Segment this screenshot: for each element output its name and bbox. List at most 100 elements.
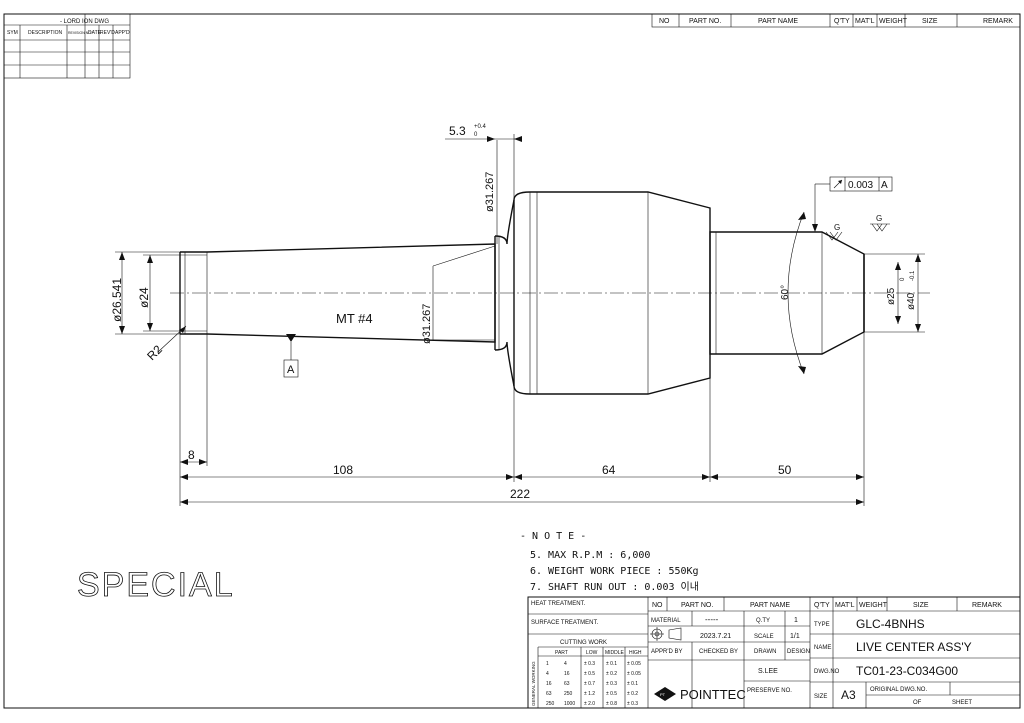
dim-groove: 5.3 [449,124,466,138]
svg-text:± 0.2: ± 0.2 [627,691,638,697]
svg-text:± 0.3: ± 0.3 [627,701,638,707]
svg-text:± 0.05: ± 0.05 [627,661,641,667]
dim-dia-40: ø40 [906,292,917,310]
rev-header-revd: REV'D [100,30,115,36]
cut-row: 63 250 ± 1.2 ± 0.5 ± 0.2 [546,691,638,697]
size-label: SIZE [814,694,827,700]
parts-list-top: NO PART NO. PART NAME Q'TY MAT'L WEIGHT … [651,13,1021,28]
dim-dia-24: ø24 [137,287,151,308]
dwgno-label: DWG.NO [814,669,840,675]
scale-value: 1/1 [790,633,800,640]
dim-dia-31-top: ø31.267 [484,172,496,212]
top-header-qty: Q'TY [834,18,850,25]
dim-len-8: 8 [188,448,195,462]
top-header-part-no: PART NO. [689,18,721,25]
material-value: ----- [705,615,719,624]
revision-title: - LORD ION DWG [60,19,109,25]
preserve-label: PRESERVE NO. [747,688,792,694]
svg-text:± 0.5: ± 0.5 [584,671,595,677]
dwgno-value: TC01-23-C034G00 [856,664,958,678]
sheet-label: SHEET [952,700,972,706]
bom-header-part-name: PART NAME [750,602,790,609]
finish-mark-left: G [825,223,843,241]
rev-header-sym: SYM [7,30,18,36]
original-dwg-label: ORIGINAL DWG.NO. [870,687,927,693]
top-header-size: SIZE [922,18,938,25]
svg-text:± 0.1: ± 0.1 [627,681,638,687]
svg-text:4: 4 [564,661,567,667]
svg-text:1000: 1000 [564,701,575,707]
bom-header-qty: Q'TY [814,602,830,609]
cut-row: 250 1000 ± 2.0 ± 0.8 ± 0.3 [546,701,638,707]
company-name: POINTTEC [680,687,746,702]
top-header-no: NO [659,18,670,25]
dim-dia-26: ø26.541 [110,278,124,322]
projection-symbol-icon [650,627,682,641]
runout-frame: 0.003 A [812,176,893,232]
svg-text:PT: PT [660,692,666,697]
rev-header-date: DATE [88,30,102,36]
finish-mark-right: G [870,214,890,232]
svg-text:16: 16 [546,681,552,687]
bom-header-matl: MAT'L [835,602,855,609]
svg-text:250: 250 [564,691,573,697]
cut-header-part: PART [555,650,568,656]
drawn-by: S.LEE [758,668,778,675]
title-block: HEAT TREATMENT. SURFACE TREATMENT. CUTTI… [527,596,1021,709]
cut-header-low: LOW [586,650,598,656]
dim-dia-31-mid: ø31.267 [421,304,433,344]
svg-text:± 2.0: ± 2.0 [584,701,595,707]
svg-text:± 0.8: ± 0.8 [606,701,617,707]
company-logo-icon: PT [654,687,676,701]
apprd-label: APPR'D BY [651,649,683,655]
name-value: LIVE CENTER ASS'Y [856,640,972,654]
svg-text:± 0.1: ± 0.1 [606,661,617,667]
scale-label: SCALE [754,634,774,640]
svg-text:± 0.5: ± 0.5 [606,691,617,697]
surface-treatment-label: SURFACE TREATMENT. [531,620,598,626]
svg-text:± 0.3: ± 0.3 [606,681,617,687]
dim-len-108: 108 [333,463,353,477]
notes: - N O T E - 5. MAX R.P.M : 6,000 6. WEIG… [520,531,699,593]
cutting-work-label: CUTTING WORK [560,640,607,646]
rev-header-revision-no: REVISION NO. [68,31,92,35]
cut-row: 16 63 ± 0.7 ± 0.3 ± 0.1 [546,681,638,687]
bom-header-weight: WEIGHT [859,602,888,609]
sheet-border [3,13,1021,709]
date-value: 2023.7.21 [700,633,731,640]
heat-treatment-label: HEAT TREATMENT. [531,601,586,607]
cut-header-middle: MIDDLE [605,650,625,656]
svg-text:± 1.2: ± 1.2 [584,691,595,697]
rev-header-description: DESCRIPTION [28,30,63,36]
taper-label: MT #4 [336,311,373,326]
general-working-label: GENERAL WORKING [531,661,536,706]
datum-a: A [283,334,299,378]
bom-header-part-no: PART NO. [681,602,713,609]
dim-len-50: 50 [778,463,792,477]
svg-text:4: 4 [546,671,549,677]
name-label: NAME [814,645,831,651]
svg-text:16: 16 [564,671,570,677]
revision-table: - LORD ION DWG SYM DESCRIPTION REVISION … [3,13,131,79]
svg-text:250: 250 [546,701,555,707]
checked-label: CHECKED BY [699,649,738,655]
special-label: SPECIAL [77,566,235,604]
type-label: TYPE [814,622,830,628]
bom-header-remark: REMARK [972,602,1002,609]
svg-text:63: 63 [564,681,570,687]
svg-text:± 0.3: ± 0.3 [584,661,595,667]
svg-text:± 0.05: ± 0.05 [627,671,641,677]
dim-dia-40-tol-upper: 0 [900,277,906,281]
top-header-part-name: PART NAME [758,18,798,25]
cut-row: 4 16 ± 0.5 ± 0.2 ± 0.05 [546,671,641,677]
note-item-5: 5. MAX R.P.M : 6,000 [530,550,650,561]
type-value: GLC-4BNHS [856,617,925,631]
part-drawing: 60° G G 0.003 A [110,124,930,506]
dim-radius: R2 [144,342,165,363]
runout-datum: A [881,180,888,191]
svg-text:± 0.7: ± 0.7 [584,681,595,687]
svg-text:G: G [876,214,882,223]
notes-heading: - N O T E - [520,531,586,542]
dim-len-222: 222 [510,487,530,501]
